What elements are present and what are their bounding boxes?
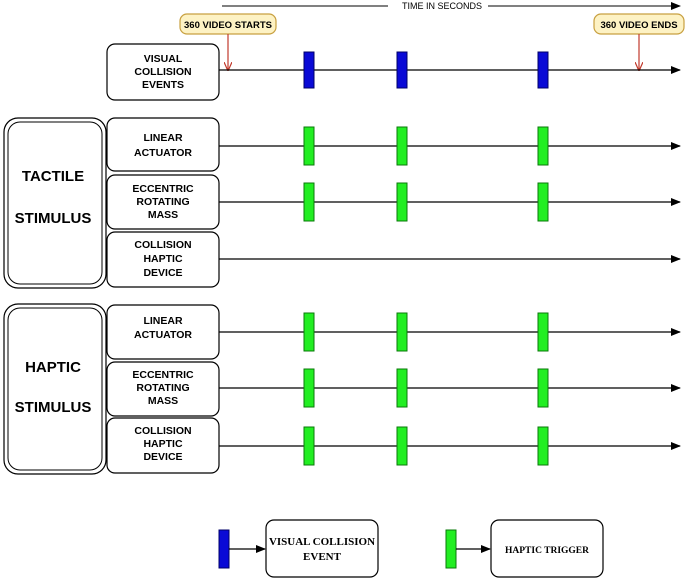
video-start-marker: 360 VIDEO STARTS — [179, 13, 277, 70]
row-label-line: ACTUATOR — [134, 329, 192, 341]
row-label-line: DEVICE — [143, 451, 182, 463]
row-haptic-eccentric-rotating-mass: ECCENTRIC ROTATING MASS — [106, 361, 681, 417]
legend: VISUAL COLLISION EVENT HAPTIC TRIGGER — [218, 519, 604, 578]
haptic-trigger-marker — [396, 126, 408, 166]
haptic-trigger-marker — [303, 426, 315, 466]
haptic-trigger-marker — [303, 126, 315, 166]
row-haptic-linear-actuator: LINEAR ACTUATOR — [106, 304, 681, 360]
row-label-line: ACTUATOR — [134, 147, 192, 159]
haptic-trigger-marker — [303, 182, 315, 222]
row-label-line: COLLISION — [134, 425, 191, 437]
visual-event-marker — [303, 51, 315, 89]
legend-visual-label-line2: EVENT — [303, 551, 342, 563]
visual-event-marker — [537, 51, 549, 89]
visual-event-marker — [396, 51, 408, 89]
video-start-label: 360 VIDEO STARTS — [184, 20, 272, 31]
tactile-label-line1: TACTILE — [22, 168, 84, 185]
haptic-trigger-marker — [396, 426, 408, 466]
row-tactile-eccentric-rotating-mass: ECCENTRIC ROTATING MASS — [106, 174, 681, 230]
row-label-line: COLLISION — [134, 66, 191, 78]
legend-haptic-swatch — [445, 529, 457, 569]
haptic-trigger-marker — [396, 182, 408, 222]
tactile-label-line2: STIMULUS — [15, 210, 92, 227]
row-label-line: MASS — [148, 209, 178, 221]
haptic-label-line2: STIMULUS — [15, 399, 92, 416]
haptic-trigger-marker — [396, 312, 408, 352]
haptic-stimulus-group: HAPTIC STIMULUS — [3, 303, 107, 475]
row-label-line: MASS — [148, 395, 178, 407]
haptic-trigger-marker — [537, 126, 549, 166]
haptic-trigger-marker — [537, 426, 549, 466]
row-tactile-collision-haptic-device: COLLISION HAPTIC DEVICE — [106, 231, 681, 288]
haptic-label-line1: HAPTIC — [25, 359, 81, 376]
haptic-trigger-marker — [537, 368, 549, 408]
row-label-line: ROTATING — [136, 382, 189, 394]
video-end-marker: 360 VIDEO ENDS — [593, 13, 685, 70]
time-axis-label: TIME IN SECONDS — [402, 1, 482, 11]
time-axis: TIME IN SECONDS — [222, 0, 681, 12]
row-label-line: ROTATING — [136, 196, 189, 208]
haptic-trigger-marker — [537, 312, 549, 352]
row-visual-collision-events: VISUAL COLLISION EVENTS — [106, 43, 681, 101]
row-label-line: COLLISION — [134, 239, 191, 251]
row-label-line: EVENTS — [142, 79, 184, 91]
haptic-trigger-marker — [396, 368, 408, 408]
haptic-trigger-marker — [537, 182, 549, 222]
row-label-line: ECCENTRIC — [132, 183, 194, 195]
haptic-trigger-marker — [303, 312, 315, 352]
row-haptic-collision-haptic-device: COLLISION HAPTIC DEVICE — [106, 417, 681, 474]
row-label-line: LINEAR — [143, 132, 183, 144]
legend-visual-collision-event: VISUAL COLLISION EVENT — [218, 519, 379, 578]
row-tactile-linear-actuator: LINEAR ACTUATOR — [106, 117, 681, 172]
legend-haptic-label: HAPTIC TRIGGER — [505, 546, 589, 556]
row-label-line: LINEAR — [143, 315, 183, 327]
legend-visual-label-line1: VISUAL COLLISION — [269, 536, 375, 548]
haptic-trigger-marker — [303, 368, 315, 408]
legend-haptic-trigger: HAPTIC TRIGGER — [445, 519, 604, 578]
row-label-line: DEVICE — [143, 267, 182, 279]
video-end-label: 360 VIDEO ENDS — [600, 20, 677, 31]
legend-visual-swatch — [218, 529, 230, 569]
row-label-line: HAPTIC — [143, 253, 183, 265]
row-label-line: HAPTIC — [143, 438, 183, 450]
row-label-line: VISUAL — [144, 53, 183, 65]
row-label-line: ECCENTRIC — [132, 369, 194, 381]
tactile-stimulus-group: TACTILE STIMULUS — [3, 117, 107, 289]
